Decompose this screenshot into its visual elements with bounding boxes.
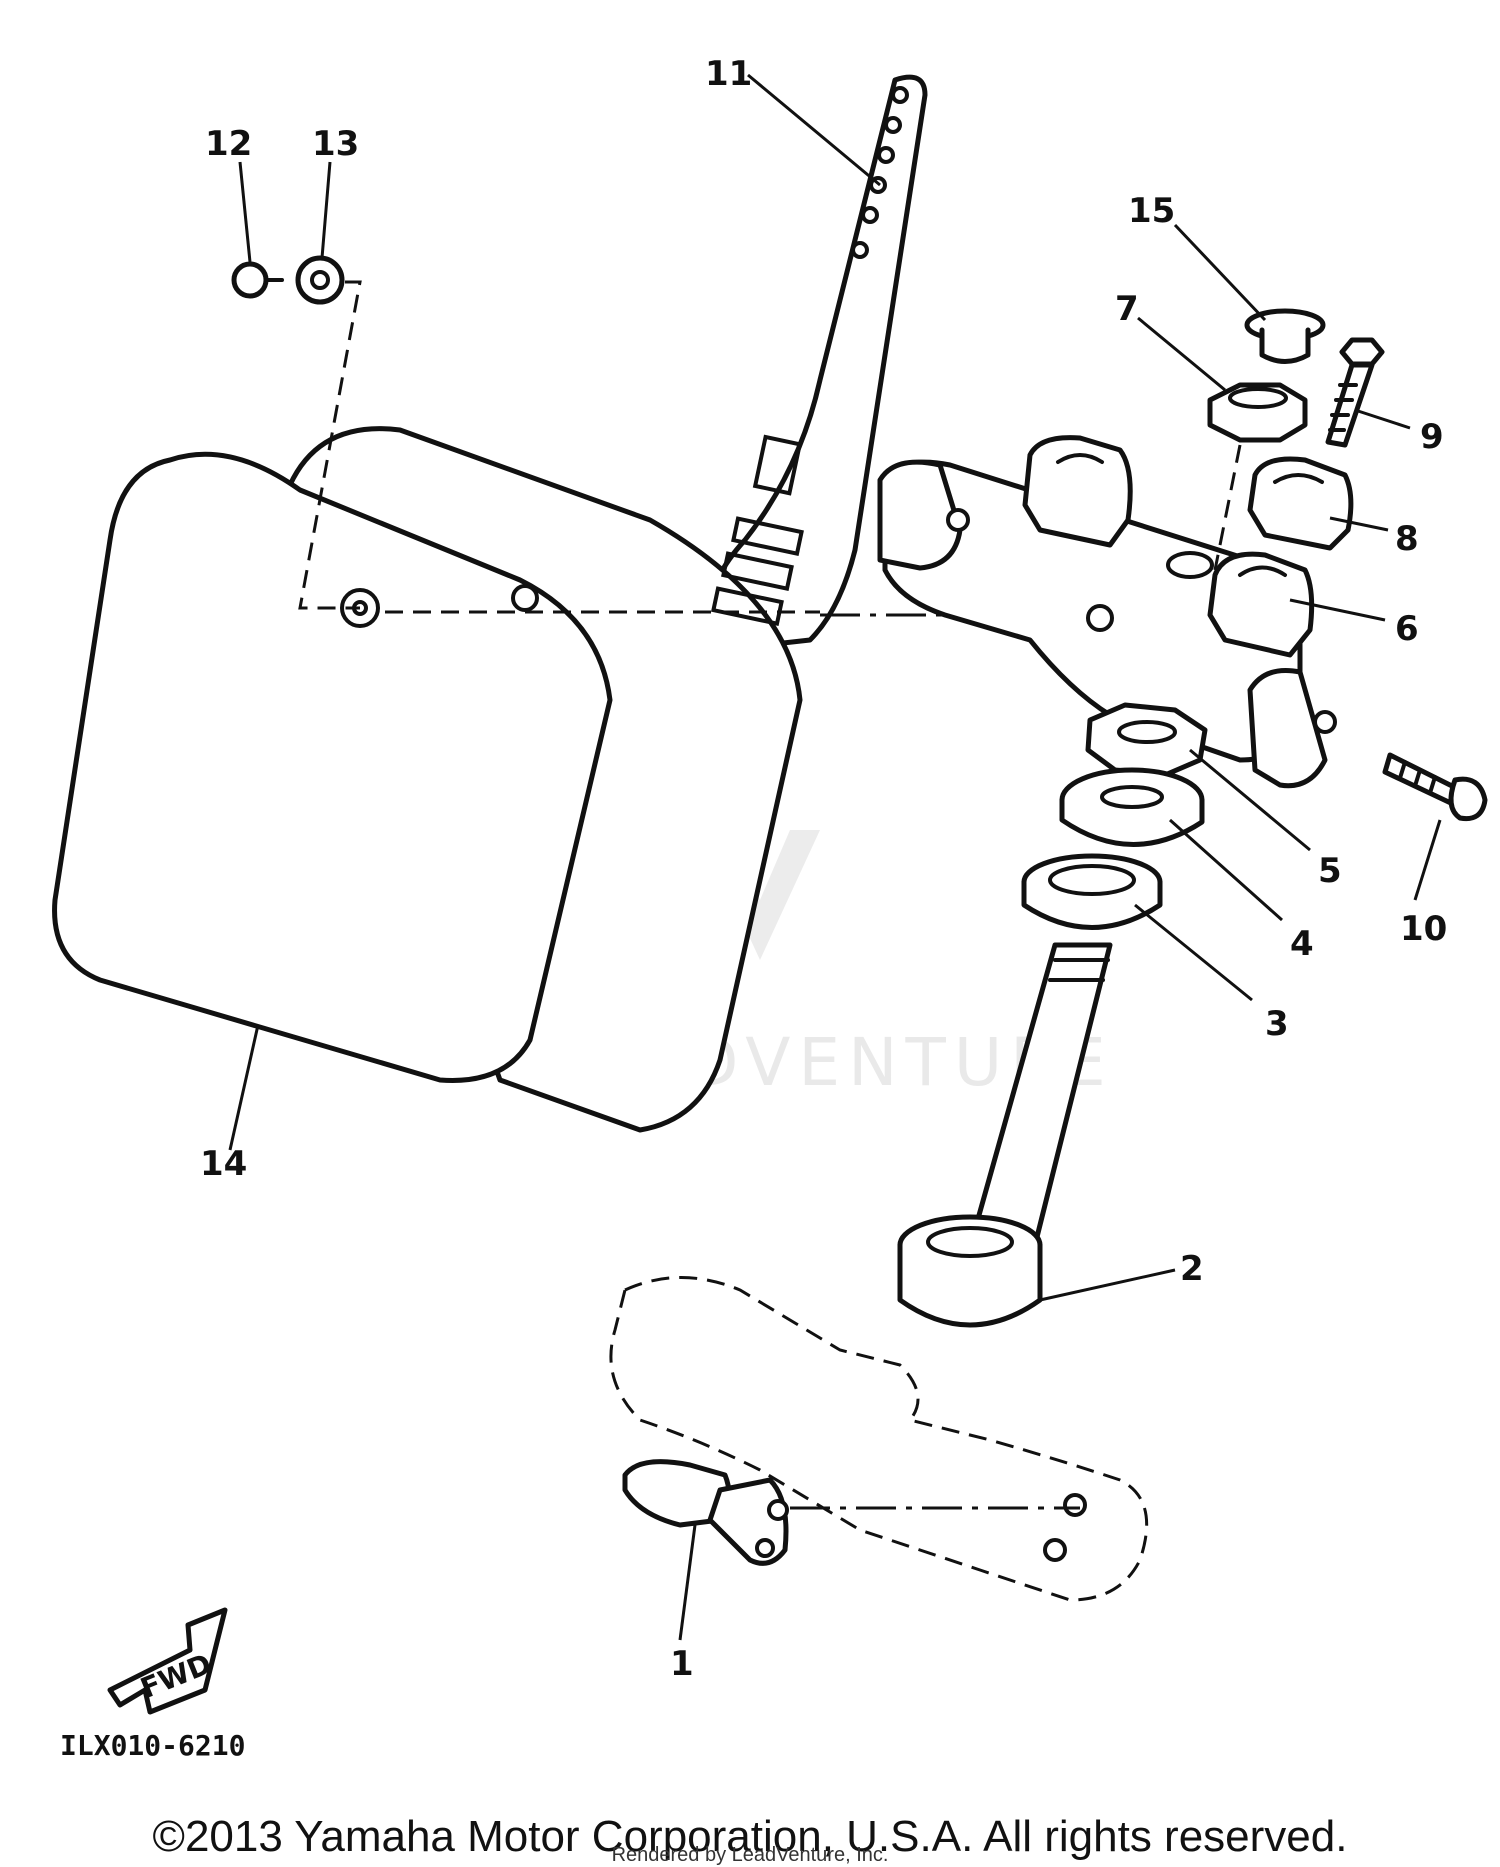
screw-and-washer	[231, 255, 345, 305]
ring-nut	[1085, 702, 1208, 778]
number-plate-assembly	[52, 74, 928, 1133]
callout-9: 9	[1420, 417, 1444, 457]
fwd-arrow: FWD	[107, 1607, 228, 1715]
diagram-code: ILX010-6210	[60, 1729, 245, 1762]
upper-bracket	[877, 435, 1337, 789]
callout-6: 6	[1395, 609, 1419, 649]
callout-2: 2	[1180, 1249, 1204, 1289]
callout-7: 7	[1115, 289, 1139, 329]
leader-lines	[228, 73, 1442, 1641]
callout-14: 14	[200, 1144, 247, 1184]
bolt-9	[1325, 337, 1385, 448]
callout-10: 10	[1400, 909, 1447, 949]
callouts: 11 12 13 15 7 9 8 6 5 4 3 10 2 14 1	[200, 54, 1447, 1684]
callout-12: 12	[205, 124, 252, 164]
callout-4: 4	[1290, 924, 1314, 964]
bolt-10	[1382, 752, 1488, 822]
callout-11: 11	[705, 54, 752, 94]
callout-13: 13	[312, 124, 359, 164]
callout-5: 5	[1318, 851, 1342, 891]
cap	[1244, 308, 1326, 364]
upper-bearing	[1021, 853, 1163, 930]
cable-guide	[622, 1459, 789, 1566]
callout-8: 8	[1395, 519, 1419, 559]
copyright-notice: ©2013 Yamaha Motor Corporation, U.S.A. A…	[152, 1812, 1348, 1861]
lower-bearing	[897, 1214, 1043, 1328]
crown-nut	[1207, 382, 1308, 443]
callout-3: 3	[1265, 1004, 1289, 1044]
callout-15: 15	[1128, 191, 1175, 231]
washer	[1059, 767, 1205, 847]
callout-1: 1	[670, 1644, 694, 1684]
rendered-by-note: Rendered by LeadVenture, Inc.	[611, 1844, 889, 1866]
